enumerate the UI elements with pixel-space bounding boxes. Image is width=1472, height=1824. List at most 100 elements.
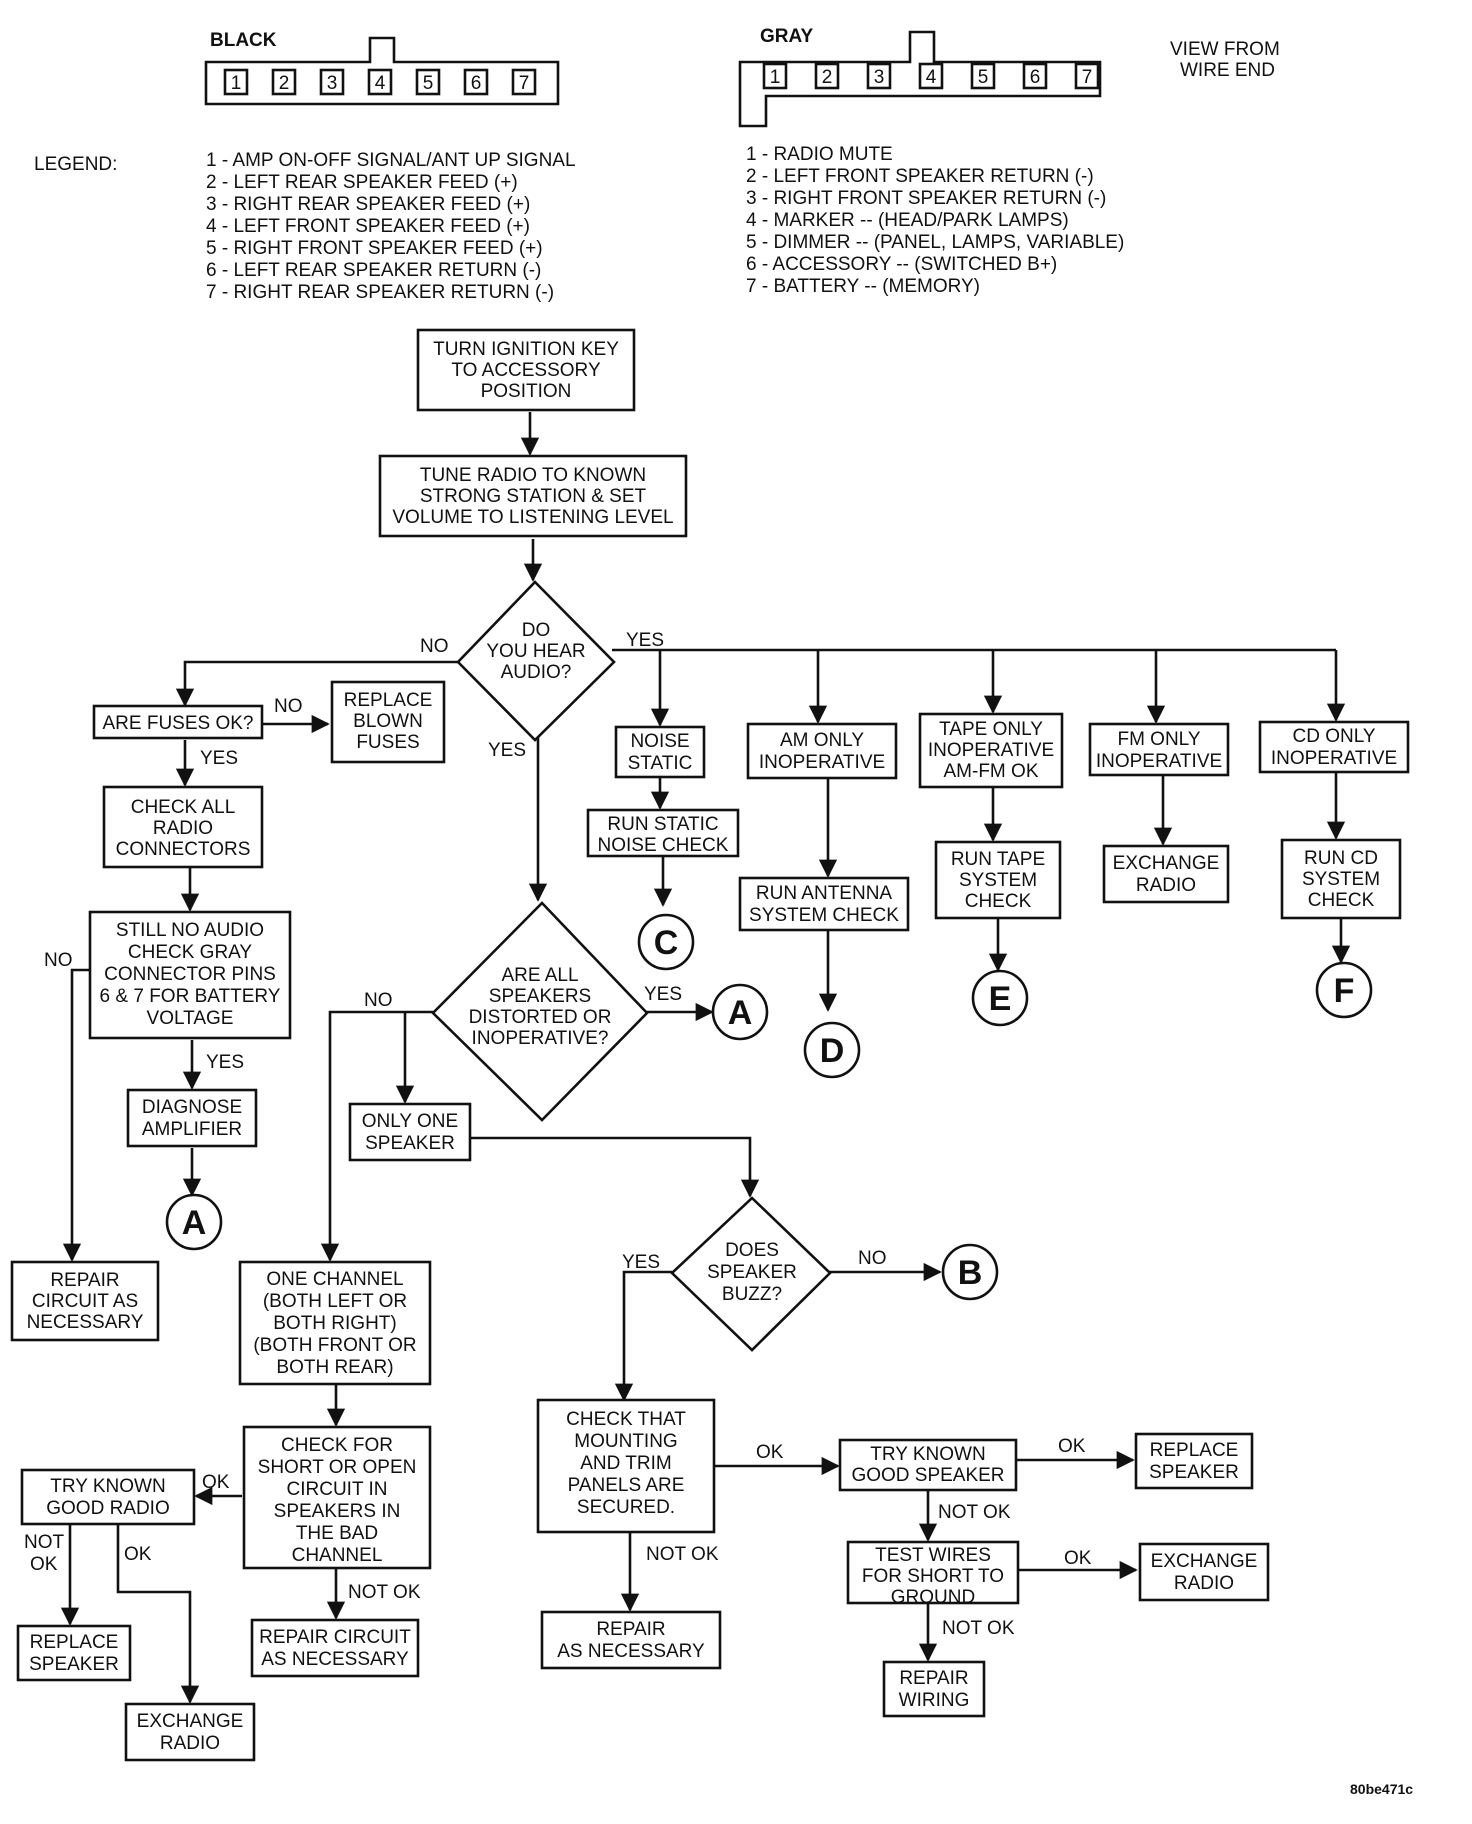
svg-text:DIAGNOSE: DIAGNOSE	[142, 1097, 242, 1118]
svg-text:CHECK THAT: CHECK THAT	[566, 1409, 686, 1430]
svg-text:YOU HEAR: YOU HEAR	[486, 641, 585, 662]
legend-gray-item: 7 - BATTERY -- (MEMORY)	[746, 276, 980, 297]
figure-code: 80be471c	[1350, 1781, 1413, 1797]
legend-gray-item: 2 - LEFT FRONT SPEAKER RETURN (-)	[746, 166, 1094, 187]
terminal-b: B	[941, 1243, 999, 1301]
label-ok-mounting: OK	[756, 1442, 784, 1463]
svg-text:CHECK: CHECK	[965, 891, 1032, 912]
svg-text:REPAIR: REPAIR	[50, 1270, 119, 1291]
svg-text:CD ONLY: CD ONLY	[1292, 726, 1375, 747]
terminal-e: E	[971, 969, 1029, 1027]
svg-text:SYSTEM CHECK: SYSTEM CHECK	[749, 905, 899, 926]
svg-text:D: D	[820, 1032, 845, 1070]
terminal-a-top: A	[711, 983, 769, 1041]
gray-pin-6: 6	[1030, 67, 1041, 88]
label-ok-check: OK	[202, 1472, 230, 1493]
svg-text:BLOWN: BLOWN	[353, 711, 423, 732]
svg-text:ARE FUSES OK?: ARE FUSES OK?	[103, 713, 254, 734]
svg-text:GOOD SPEAKER: GOOD SPEAKER	[851, 1465, 1004, 1486]
black-pin-box-2	[271, 68, 297, 96]
svg-text:CHECK ALL: CHECK ALL	[131, 797, 236, 818]
svg-text:REPLACE: REPLACE	[344, 690, 433, 711]
svg-text:SPEAKER: SPEAKER	[1149, 1462, 1239, 1483]
svg-text:SPEAKER: SPEAKER	[29, 1654, 119, 1675]
label-no-speakers: NO	[364, 990, 393, 1011]
svg-text:DISTORTED OR: DISTORTED OR	[469, 1007, 612, 1028]
gray-pin-3: 3	[874, 67, 885, 88]
svg-text:SYSTEM: SYSTEM	[1302, 869, 1380, 890]
svg-text:BOTH RIGHT): BOTH RIGHT)	[273, 1313, 397, 1334]
svg-text:SPEAKERS IN: SPEAKERS IN	[274, 1501, 401, 1522]
svg-text:SPEAKERS: SPEAKERS	[489, 986, 591, 1007]
svg-text:EXCHANGE: EXCHANGE	[1151, 1551, 1258, 1572]
terminal-d: D	[803, 1021, 861, 1079]
legend-gray-item: 4 - MARKER -- (HEAD/PARK LAMPS)	[746, 210, 1069, 231]
gray-pin-box-6	[1022, 62, 1048, 90]
svg-text:BOTH REAR): BOTH REAR)	[276, 1357, 393, 1378]
gray-pin-5: 5	[978, 67, 989, 88]
label-no-fuses: NO	[274, 696, 303, 717]
svg-text:VOLUME TO LISTENING LEVEL: VOLUME TO LISTENING LEVEL	[392, 507, 673, 528]
label-ok-radio-a: OK	[30, 1554, 58, 1575]
svg-text:REPLACE: REPLACE	[1150, 1440, 1239, 1461]
svg-text:TO ACCESSORY: TO ACCESSORY	[451, 360, 601, 381]
black-pin-7: 7	[519, 73, 530, 94]
terminal-c: C	[637, 913, 695, 971]
legend-gray-item: 5 - DIMMER -- (PANEL, LAMPS, VARIABLE)	[746, 232, 1124, 253]
label-ok-radio-b: OK	[124, 1544, 152, 1565]
svg-text:REPAIR: REPAIR	[596, 1619, 665, 1640]
svg-text:CHECK GRAY: CHECK GRAY	[128, 942, 253, 963]
label-notok-speaker: NOT OK	[938, 1502, 1011, 1523]
svg-text:NOISE CHECK: NOISE CHECK	[598, 835, 729, 856]
svg-text:RUN CD: RUN CD	[1304, 848, 1378, 869]
svg-text:RADIO: RADIO	[153, 818, 213, 839]
svg-text:REPAIR: REPAIR	[899, 1668, 968, 1689]
label-not-radio: NOT	[24, 1532, 65, 1553]
flow-connectors	[60, 412, 1351, 1704]
svg-text:SPEAKER: SPEAKER	[707, 1262, 797, 1283]
svg-text:FUSES: FUSES	[356, 732, 419, 753]
legend-black-item: 1 - AMP ON-OFF SIGNAL/ANT UP SIGNAL	[206, 150, 576, 171]
svg-text:INOPERATIVE: INOPERATIVE	[1271, 748, 1397, 769]
label-notok-check: NOT OK	[348, 1582, 421, 1603]
svg-text:MOUNTING: MOUNTING	[574, 1431, 677, 1452]
black-pin-4: 4	[375, 73, 386, 94]
svg-text:VOLTAGE: VOLTAGE	[147, 1008, 234, 1029]
black-pin-1: 1	[231, 73, 242, 94]
gray-pin-box-4	[918, 62, 944, 90]
terminal-a-left: A	[165, 1193, 223, 1251]
label-ok-wires: OK	[1064, 1548, 1092, 1569]
black-pin-6: 6	[471, 73, 482, 94]
edge-labels: NO YES YES NO YES NO YES NO YES YES NO O…	[24, 630, 1092, 1639]
svg-text:AM-FM OK: AM-FM OK	[944, 761, 1039, 782]
svg-text:CHECK FOR: CHECK FOR	[281, 1435, 393, 1456]
svg-text:AS NECESSARY: AS NECESSARY	[261, 1649, 409, 1670]
black-pin-box-6	[463, 68, 489, 96]
view-note-line-2: WIRE END	[1180, 60, 1275, 81]
black-pin-2: 2	[279, 73, 290, 94]
label-no-still: NO	[44, 950, 73, 971]
label-yes-audio: YES	[626, 630, 664, 651]
